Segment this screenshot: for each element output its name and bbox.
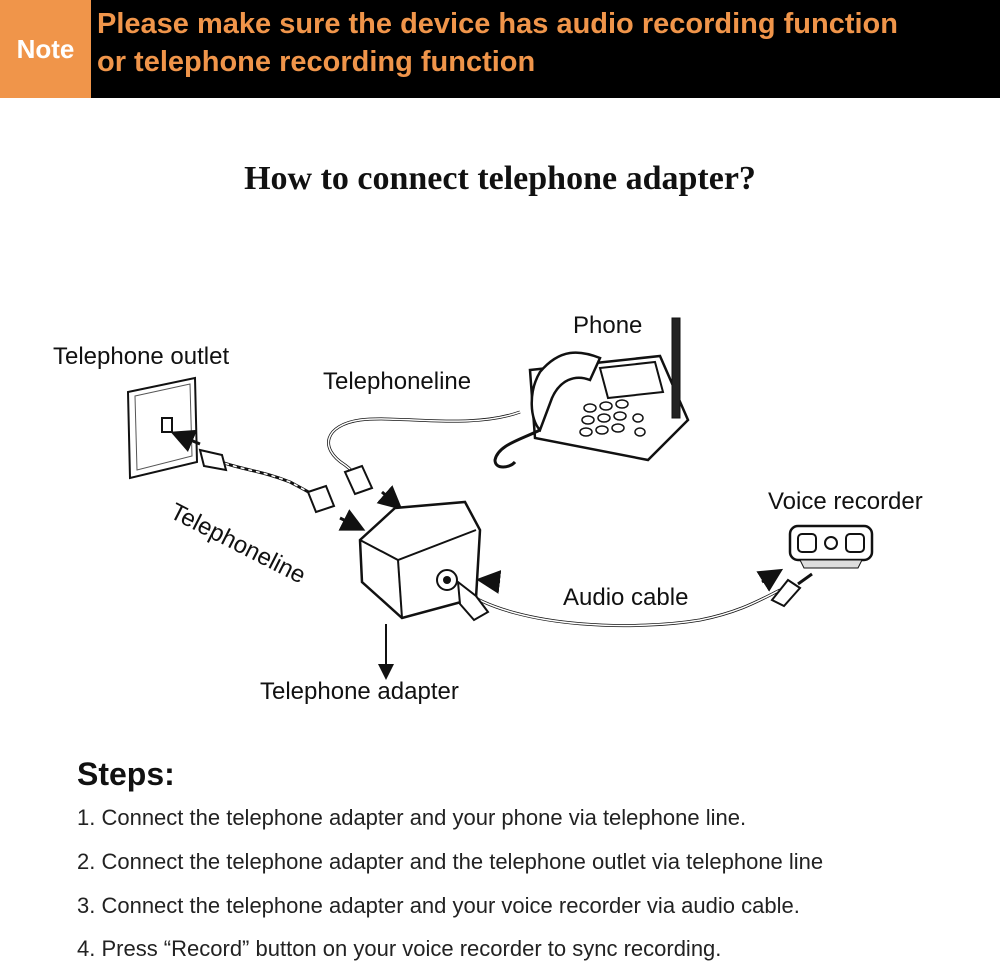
step-item: 3. Connect the telephone adapter and you… xyxy=(77,893,800,918)
label-telephone-outlet: Telephone outlet xyxy=(53,343,230,370)
note-banner: Note Please make sure the device has aud… xyxy=(0,0,1000,98)
steps-heading: Steps: xyxy=(77,756,175,792)
connection-arrows xyxy=(170,429,784,594)
telephone-line-outlet-cable xyxy=(198,448,336,514)
telephone-line-phone-cable xyxy=(327,410,521,496)
step-item: 1. Connect the telephone adapter and you… xyxy=(77,805,747,830)
telephone-adapter-icon xyxy=(358,500,482,620)
page-title: How to connect telephone adapter? xyxy=(244,160,756,197)
audio-cable xyxy=(456,572,813,628)
note-line-2: or telephone recording function xyxy=(97,46,536,78)
step-item: 2. Connect the telephone adapter and the… xyxy=(77,849,824,874)
note-tag: Note xyxy=(0,0,91,98)
label-telephoneline-top: Telephoneline xyxy=(323,368,472,395)
desk-phone-icon xyxy=(493,317,690,469)
label-voice-recorder: Voice recorder xyxy=(768,488,923,515)
wall-outlet-icon xyxy=(126,376,199,480)
label-telephone-adapter: Telephone adapter xyxy=(260,678,459,705)
voice-recorder-icon xyxy=(788,524,874,569)
note-line-1: Please make sure the device has audio re… xyxy=(97,8,898,40)
label-audio-cable: Audio cable xyxy=(563,584,689,611)
label-phone: Phone xyxy=(573,312,643,339)
step-item: 4. Press “Record” button on your voice r… xyxy=(77,936,722,961)
